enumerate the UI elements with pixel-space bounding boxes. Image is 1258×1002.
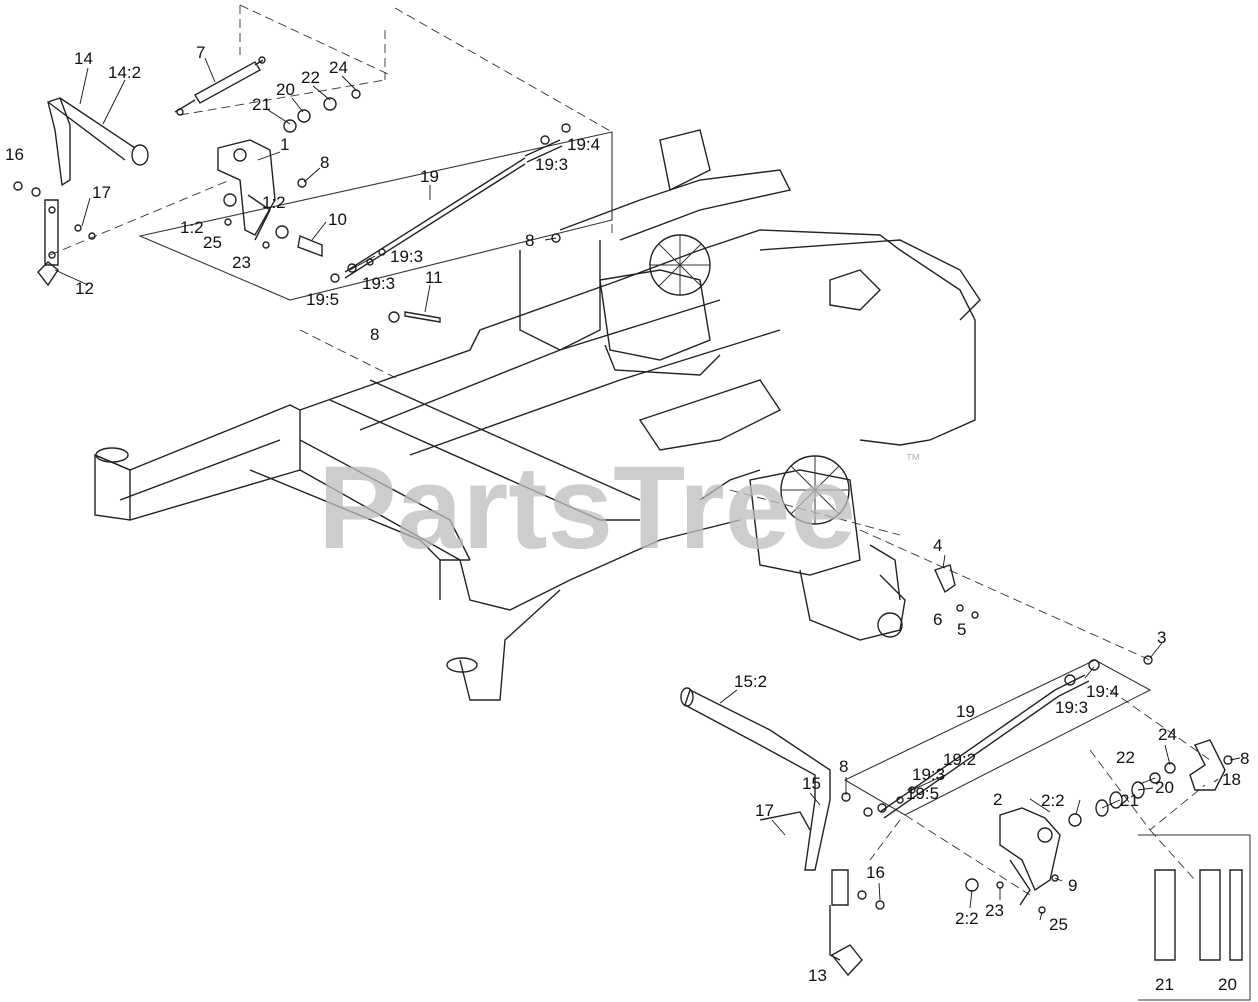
callout-3: 3: [1157, 628, 1166, 647]
callout-23: 23: [232, 253, 251, 272]
callout-15: 15: [802, 774, 821, 793]
callout-11: 11: [425, 268, 443, 287]
callout-16-lower: 16: [866, 863, 885, 882]
callout-15-2: 15:2: [734, 672, 767, 691]
callout-20: 20: [276, 80, 295, 99]
callout-8-frame: 8: [525, 231, 534, 250]
callout-labels: 14 14:2 7 24 22 20 21 1 8 16 17 1:2 1:2 …: [5, 43, 1249, 994]
callout-4: 4: [933, 536, 942, 555]
callout-19-3-low: 19:3: [362, 274, 395, 293]
callout-22: 22: [301, 68, 320, 87]
callout-14-2: 14:2: [108, 63, 141, 82]
callout-19-4-lower: 19:4: [1086, 682, 1119, 701]
callout-7: 7: [196, 43, 205, 62]
callout-19-3-mid: 19:3: [390, 247, 423, 266]
callout-24-lower: 24: [1158, 725, 1177, 744]
watermark-trademark: ™: [905, 452, 921, 469]
upper-left-assembly: [13, 4, 613, 381]
callout-19-3-lower-top: 19:3: [1055, 698, 1088, 717]
callout-25-lower: 25: [1049, 915, 1068, 934]
callout-19-lower: 19: [956, 702, 975, 721]
callout-19-3-top: 19:3: [535, 155, 568, 174]
callout-2: 2: [993, 790, 1002, 809]
lower-right-assembly: [680, 489, 1251, 1001]
callout-2-2-top: 2:2: [1041, 791, 1065, 810]
callout-20-lower: 20: [1155, 778, 1174, 797]
callout-17-lower: 17: [755, 801, 774, 820]
callout-1: 1: [280, 135, 289, 154]
callout-25: 25: [203, 233, 222, 252]
hydro-unit-upper: [599, 234, 721, 376]
callout-22-lower: 22: [1116, 748, 1135, 767]
callout-19-2: 19:2: [943, 750, 976, 769]
callout-8-low: 8: [370, 325, 379, 344]
watermark-brand: PartsTree: [318, 442, 856, 574]
callout-19-3-lower: 19:3: [912, 765, 945, 784]
callout-18: 18: [1222, 770, 1241, 789]
callout-1-2-right: 1:2: [262, 193, 286, 212]
callout-13: 13: [808, 966, 827, 985]
callout-12: 12: [75, 279, 94, 298]
leader-lines: [54, 57, 1241, 921]
callout-1-2-left: 1:2: [180, 218, 204, 237]
hydro-unit-lower: [749, 455, 906, 641]
callout-19-4: 19:4: [567, 135, 600, 154]
callout-8-lower-mid: 8: [839, 757, 848, 776]
callout-21-inset: 21: [1155, 975, 1174, 994]
callout-17: 17: [92, 183, 111, 202]
callout-19: 19: [420, 167, 439, 186]
callout-24: 24: [329, 58, 348, 77]
callout-8: 8: [320, 153, 329, 172]
callout-6: 6: [933, 610, 942, 629]
callout-20-inset: 20: [1218, 975, 1237, 994]
callout-23-lower: 23: [985, 901, 1004, 920]
callout-9: 9: [1068, 876, 1077, 895]
callout-14: 14: [74, 49, 93, 68]
callout-21-lower: 21: [1120, 791, 1139, 810]
callout-8-right: 8: [1240, 749, 1249, 768]
callout-10: 10: [328, 210, 347, 229]
callout-2-2-bottom: 2:2: [955, 909, 979, 928]
callout-19-5: 19:5: [306, 290, 339, 309]
callout-21: 21: [252, 95, 271, 114]
callout-16: 16: [5, 145, 24, 164]
mower-frame: [94, 129, 981, 701]
callout-5: 5: [957, 620, 966, 639]
callout-19-5-lower: 19:5: [906, 784, 939, 803]
